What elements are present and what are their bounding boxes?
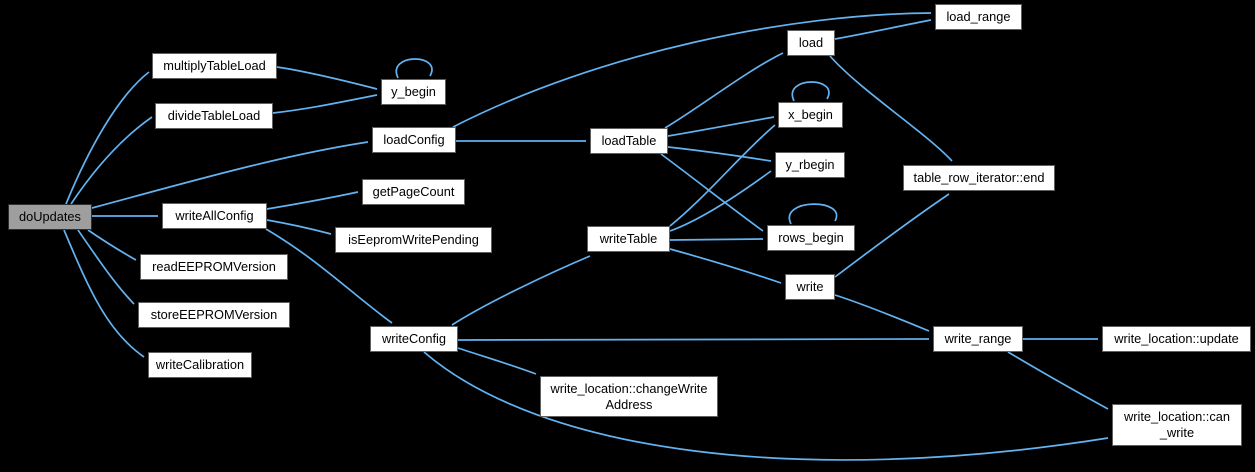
- edge-writeConfig-to-write_location_changeWriteAddress: [457, 347, 537, 375]
- edge-doUpdates-to-writeCalibration: [63, 229, 145, 358]
- edge-loadConfig-to-load_range: [452, 12, 932, 128]
- node-y_rbegin[interactable]: y_rbegin: [775, 152, 845, 178]
- edge-doUpdates-to-multiplyTableLoad: [65, 71, 150, 205]
- node-loadTable[interactable]: loadTable: [590, 128, 668, 154]
- edge-loadTable-to-x_begin: [667, 116, 775, 137]
- edge-writeTable-to-rows_begin: [669, 238, 764, 241]
- node-readEEPROMVersion[interactable]: readEEPROMVersion: [140, 254, 288, 280]
- self-loop-x_begin: [791, 81, 830, 102]
- node-writeTable[interactable]: writeTable: [587, 226, 670, 252]
- edge-load-to-load_range: [834, 19, 932, 40]
- edge-writeConfig-to-write_location_can_write: [423, 351, 1109, 461]
- node-storeEEPROMVersion[interactable]: storeEEPROMVersion: [138, 302, 290, 328]
- node-write_location_update[interactable]: write_location::update: [1102, 326, 1251, 352]
- edge-writeConfig-to-writeTable: [451, 255, 591, 326]
- node-rows_begin[interactable]: rows_begin: [767, 225, 855, 251]
- edge-writeTable-to-x_begin: [669, 124, 776, 227]
- edge-write-to-table_row_iterator_end: [834, 193, 950, 278]
- edge-doUpdates-to-readEEPROMVersion: [87, 229, 137, 261]
- node-load_range[interactable]: load_range: [935, 4, 1022, 30]
- edge-multiplyTableLoad-to-y_begin: [276, 66, 378, 90]
- node-write_location_changeWriteAddress[interactable]: write_location::changeWrite Address: [540, 376, 718, 417]
- edge-loadTable-to-y_rbegin: [667, 146, 772, 162]
- node-load[interactable]: load: [787, 30, 835, 56]
- edge-doUpdates-to-storeEEPROMVersion: [77, 229, 135, 305]
- node-x_begin[interactable]: x_begin: [778, 102, 843, 128]
- edge-write-to-write_range: [834, 294, 930, 332]
- node-multiplyTableLoad[interactable]: multiplyTableLoad: [152, 53, 277, 79]
- node-y_begin[interactable]: y_begin: [381, 79, 446, 105]
- self-loop-rows_begin: [788, 203, 838, 225]
- edge-writeConfig-to-write_range: [457, 338, 930, 341]
- edge-loadTable-to-rows_begin: [660, 153, 764, 232]
- node-write_range[interactable]: write_range: [933, 326, 1023, 352]
- node-writeConfig[interactable]: writeConfig: [370, 326, 458, 352]
- edge-writeAllConfig-to-writeConfig: [265, 228, 393, 324]
- edge-writeAllConfig-to-isEepromWritePending: [266, 219, 332, 235]
- edge-doUpdates-to-divideTableLoad: [70, 116, 153, 205]
- self-loop-y_begin: [395, 58, 433, 79]
- node-divideTableLoad[interactable]: divideTableLoad: [155, 103, 273, 129]
- edge-writeTable-to-y_rbegin: [669, 170, 772, 232]
- edge-write_range-to-write_location_can_write: [1007, 351, 1109, 410]
- edge-divideTableLoad-to-y_begin: [272, 94, 378, 114]
- node-loadConfig[interactable]: loadConfig: [372, 127, 456, 153]
- node-writeCalibration[interactable]: writeCalibration: [148, 352, 252, 378]
- node-isEepromWritePending[interactable]: isEepromWritePending: [335, 227, 492, 253]
- node-writeAllConfig[interactable]: writeAllConfig: [162, 203, 267, 229]
- edge-writeAllConfig-to-getPageCount: [266, 191, 359, 210]
- edge-doUpdates-to-loadConfig: [91, 141, 369, 209]
- edge-loadTable-to-load: [664, 52, 784, 129]
- node-write_location_can_write[interactable]: write_location::can _write: [1112, 404, 1242, 446]
- edge-load-to-table_row_iterator_end: [829, 55, 953, 162]
- edge-writeTable-to-write: [669, 248, 782, 284]
- node-table_row_iterator_end[interactable]: table_row_iterator::end: [903, 165, 1055, 191]
- node-getPageCount[interactable]: getPageCount: [362, 179, 465, 205]
- node-doUpdates[interactable]: doUpdates: [8, 204, 92, 230]
- node-write[interactable]: write: [785, 274, 835, 300]
